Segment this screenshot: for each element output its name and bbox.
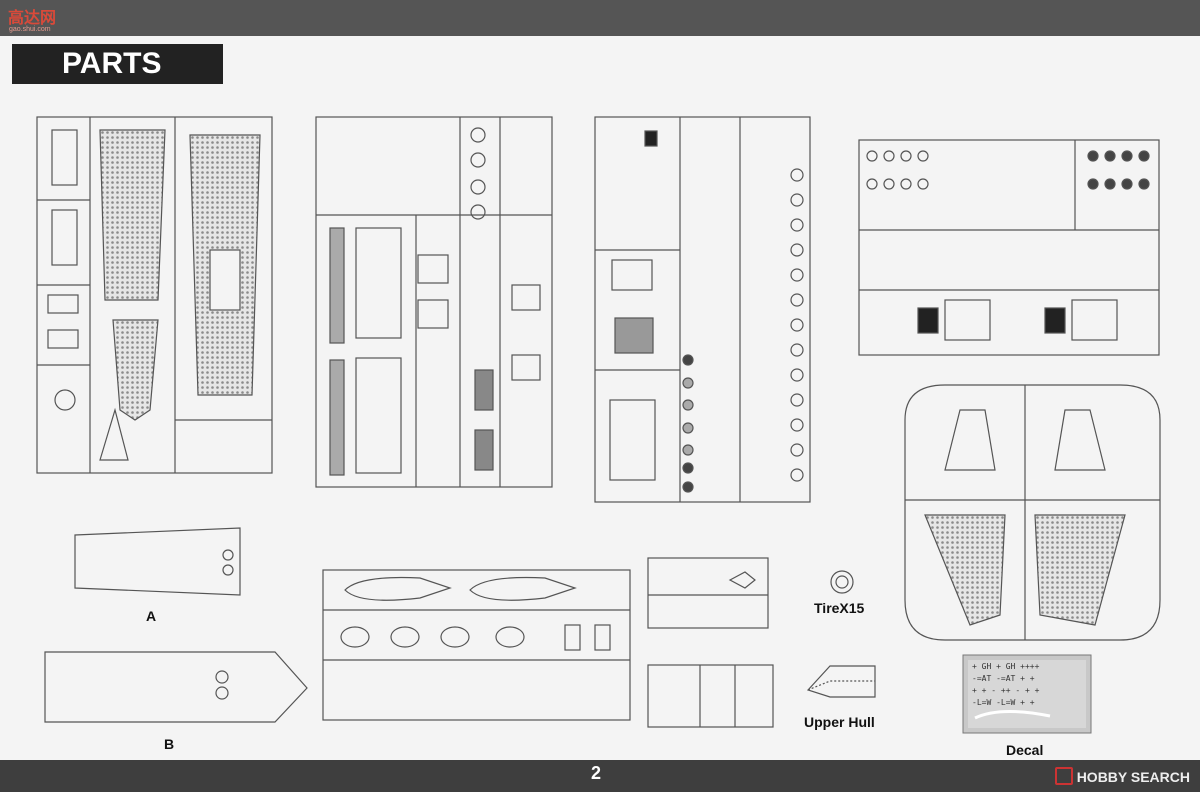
label-a: A [146, 608, 157, 624]
footer-bar [0, 760, 1200, 792]
part-b-outline [44, 651, 308, 723]
page-title: PARTS [12, 44, 223, 84]
tire-icon [830, 570, 854, 594]
sprue-frame-2 [315, 116, 553, 488]
hobby-brand-text: HOBBY SEARCH [1076, 769, 1190, 785]
svg-text:+ GH + GH ++++: + GH + GH ++++ [972, 662, 1040, 671]
sprue-frame-6 [322, 569, 631, 721]
svg-text:+ + - ++ - + +: + + - ++ - + + [972, 686, 1040, 695]
hobby-search-logo: HOBBY SEARCH [1054, 767, 1190, 785]
watermark-logo: 高达网 [8, 8, 57, 27]
label-decal: Decal [1006, 742, 1044, 758]
label-upper-hull: Upper Hull [804, 714, 875, 730]
decal-sheet: + GH + GH ++++ -=AT -=AT + + + + - ++ - … [962, 654, 1092, 734]
svg-text:-L=W -L=W + +: -L=W -L=W + + [972, 698, 1035, 707]
page-number: 2 [591, 763, 602, 783]
sprue-frame-3 [594, 116, 811, 503]
label-b: B [164, 736, 175, 752]
sprue-frame-4 [858, 139, 1160, 356]
svg-text:-=AT -=AT + +: -=AT -=AT + + [972, 674, 1035, 683]
sprue-frame-8 [647, 664, 774, 728]
upper-hull-icon [806, 665, 876, 698]
label-tire: TireX15 [814, 600, 865, 616]
sprue-frame-7 [647, 557, 769, 629]
part-a-outline [74, 527, 241, 596]
sprue-frame-1 [36, 116, 273, 474]
top-bar: 高达网 gao.shui.com [0, 0, 1200, 36]
watermark-url: gao.shui.com [9, 26, 51, 33]
sprue-frame-5 [904, 384, 1161, 641]
hobby-logo-icon [1054, 767, 1073, 785]
